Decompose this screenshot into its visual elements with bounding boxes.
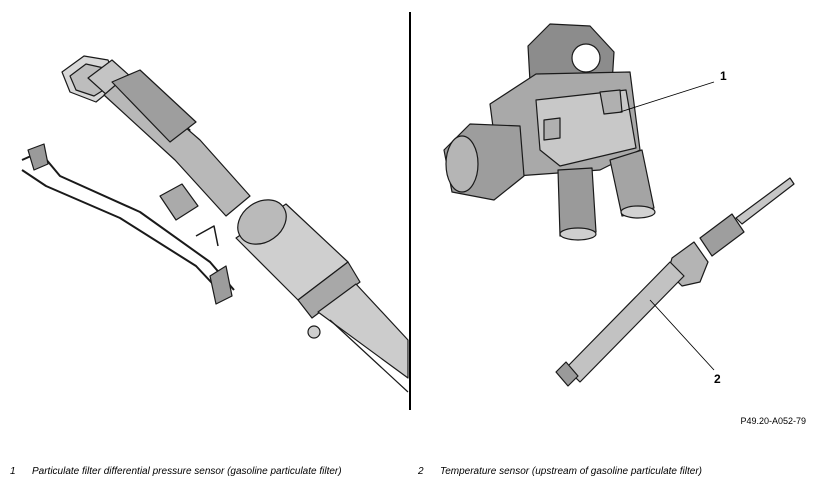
legend-item-2: 2 Temperature sensor (upstream of gasolin… bbox=[418, 466, 702, 477]
legend-number: 2 bbox=[418, 466, 424, 477]
legend-text: Temperature sensor (upstream of gasoline… bbox=[440, 466, 702, 477]
callout-1-leader bbox=[619, 81, 715, 113]
legend-item-1: 1 Particulate filter differential pressur… bbox=[10, 466, 342, 477]
callout-number-1: 1 bbox=[720, 69, 727, 83]
exhaust-installation-illustration bbox=[21, 55, 409, 393]
pressure-sensor-illustration bbox=[443, 23, 656, 241]
diagram-figure bbox=[21, 12, 795, 410]
legend-text: Particulate filter differential pressure… bbox=[32, 466, 342, 477]
callout-number-2: 2 bbox=[714, 372, 721, 386]
temperature-sensor-illustration bbox=[555, 177, 795, 387]
callout-2-leader bbox=[649, 299, 715, 371]
legend-number: 1 bbox=[10, 466, 16, 477]
figure-reference-code: P49.20-A052-79 bbox=[740, 416, 806, 426]
